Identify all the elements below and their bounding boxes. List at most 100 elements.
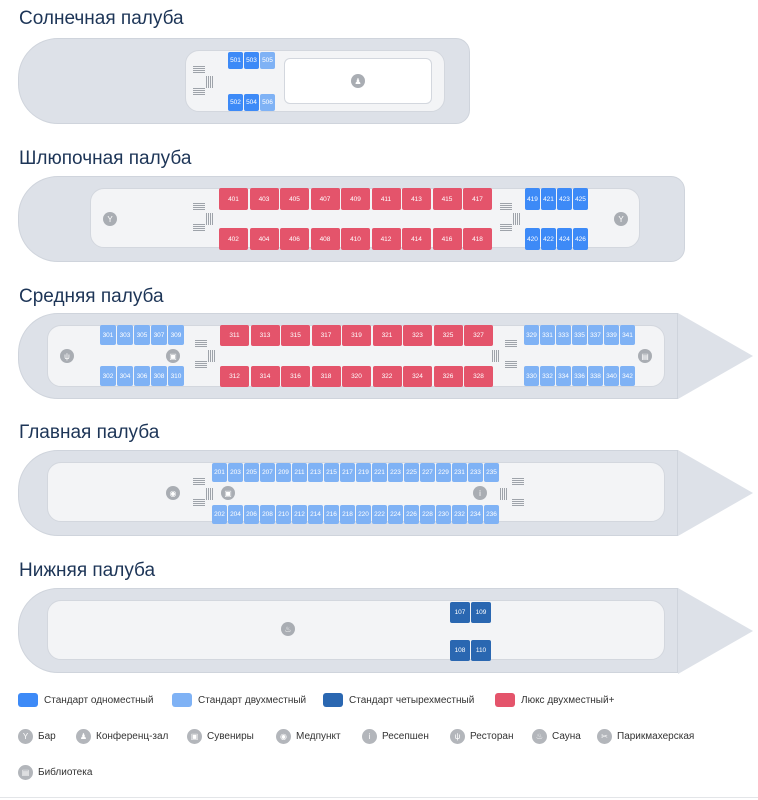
cabin-419[interactable]: 419 xyxy=(525,188,540,210)
cabin-307[interactable]: 307 xyxy=(151,325,167,345)
cabin-501[interactable]: 501 xyxy=(228,52,243,69)
cabin-216[interactable]: 216 xyxy=(324,505,339,524)
cabin-233[interactable]: 233 xyxy=(468,463,483,482)
cabin-404[interactable]: 404 xyxy=(249,228,279,250)
cabin-306[interactable]: 306 xyxy=(134,366,150,386)
cabin-218[interactable]: 218 xyxy=(340,505,355,524)
cabin-336[interactable]: 336 xyxy=(572,366,587,386)
cabin-202[interactable]: 202 xyxy=(212,505,227,524)
cabin-335[interactable]: 335 xyxy=(572,325,587,345)
cabin-214[interactable]: 214 xyxy=(308,505,323,524)
restaurant-icon[interactable]: ψ xyxy=(60,349,74,363)
cabin-211[interactable]: 211 xyxy=(292,463,307,482)
cabin-310[interactable]: 310 xyxy=(168,366,184,386)
cabin-212[interactable]: 212 xyxy=(292,505,307,524)
cabin-413[interactable]: 413 xyxy=(402,188,431,210)
cabin-108[interactable]: 108 xyxy=(450,640,470,661)
souvenirs-icon[interactable]: ▣ xyxy=(166,349,180,363)
cabin-215[interactable]: 215 xyxy=(324,463,339,482)
cabin-209[interactable]: 209 xyxy=(276,463,291,482)
cabin-320[interactable]: 320 xyxy=(342,366,371,387)
cabin-227[interactable]: 227 xyxy=(420,463,435,482)
cabin-234[interactable]: 234 xyxy=(468,505,483,524)
cabin-415[interactable]: 415 xyxy=(432,188,462,210)
bar-icon[interactable]: Y xyxy=(614,212,628,226)
cabin-420[interactable]: 420 xyxy=(525,228,540,250)
cabin-402[interactable]: 402 xyxy=(219,228,248,250)
cabin-230[interactable]: 230 xyxy=(436,505,451,524)
cabin-204[interactable]: 204 xyxy=(228,505,243,524)
library-icon[interactable]: ▤ xyxy=(638,349,652,363)
bar-icon[interactable]: Y xyxy=(103,212,117,226)
cabin-110[interactable]: 110 xyxy=(471,640,491,661)
cabin-321[interactable]: 321 xyxy=(372,325,402,346)
cabin-222[interactable]: 222 xyxy=(372,505,387,524)
cabin-213[interactable]: 213 xyxy=(308,463,323,482)
cabin-225[interactable]: 225 xyxy=(404,463,419,482)
cabin-332[interactable]: 332 xyxy=(540,366,555,386)
medical-icon[interactable]: ◉ xyxy=(166,486,180,500)
cabin-235[interactable]: 235 xyxy=(484,463,499,482)
cabin-210[interactable]: 210 xyxy=(276,505,291,524)
cabin-328[interactable]: 328 xyxy=(464,366,493,387)
cabin-219[interactable]: 219 xyxy=(356,463,371,482)
cabin-223[interactable]: 223 xyxy=(388,463,403,482)
cabin-329[interactable]: 329 xyxy=(524,325,539,345)
cabin-338[interactable]: 338 xyxy=(588,366,603,386)
cabin-331[interactable]: 331 xyxy=(540,325,555,345)
cabin-220[interactable]: 220 xyxy=(356,505,371,524)
cabin-410[interactable]: 410 xyxy=(341,228,370,250)
cabin-318[interactable]: 318 xyxy=(311,366,341,387)
cabin-232[interactable]: 232 xyxy=(452,505,467,524)
cabin-221[interactable]: 221 xyxy=(372,463,387,482)
cabin-426[interactable]: 426 xyxy=(573,228,588,250)
cabin-208[interactable]: 208 xyxy=(260,505,275,524)
cabin-205[interactable]: 205 xyxy=(244,463,259,482)
cabin-409[interactable]: 409 xyxy=(341,188,370,210)
cabin-505[interactable]: 505 xyxy=(260,52,275,69)
cabin-422[interactable]: 422 xyxy=(541,228,556,250)
cabin-337[interactable]: 337 xyxy=(588,325,603,345)
sauna-icon[interactable]: ♨ xyxy=(281,622,295,636)
cabin-411[interactable]: 411 xyxy=(371,188,401,210)
cabin-226[interactable]: 226 xyxy=(404,505,419,524)
cabin-228[interactable]: 228 xyxy=(420,505,435,524)
cabin-207[interactable]: 207 xyxy=(260,463,275,482)
cabin-342[interactable]: 342 xyxy=(620,366,635,386)
cabin-206[interactable]: 206 xyxy=(244,505,259,524)
cabin-312[interactable]: 312 xyxy=(220,366,249,387)
cabin-416[interactable]: 416 xyxy=(432,228,462,250)
cabin-506[interactable]: 506 xyxy=(260,94,275,111)
cabin-401[interactable]: 401 xyxy=(219,188,248,210)
cabin-403[interactable]: 403 xyxy=(249,188,279,210)
cabin-414[interactable]: 414 xyxy=(402,228,431,250)
cabin-229[interactable]: 229 xyxy=(436,463,451,482)
cabin-308[interactable]: 308 xyxy=(151,366,167,386)
cabin-107[interactable]: 107 xyxy=(450,602,470,623)
cabin-236[interactable]: 236 xyxy=(484,505,499,524)
cabin-325[interactable]: 325 xyxy=(433,325,463,346)
cabin-217[interactable]: 217 xyxy=(340,463,355,482)
cabin-330[interactable]: 330 xyxy=(524,366,539,386)
cabin-504[interactable]: 504 xyxy=(244,94,259,111)
cabin-224[interactable]: 224 xyxy=(388,505,403,524)
cabin-313[interactable]: 313 xyxy=(250,325,280,346)
reception-icon[interactable]: i xyxy=(473,486,487,500)
cabin-503[interactable]: 503 xyxy=(244,52,259,69)
cabin-421[interactable]: 421 xyxy=(541,188,556,210)
cabin-311[interactable]: 311 xyxy=(220,325,249,346)
cabin-201[interactable]: 201 xyxy=(212,463,227,482)
cabin-303[interactable]: 303 xyxy=(117,325,133,345)
cabin-341[interactable]: 341 xyxy=(620,325,635,345)
cabin-408[interactable]: 408 xyxy=(310,228,340,250)
cabin-316[interactable]: 316 xyxy=(281,366,310,387)
cabin-502[interactable]: 502 xyxy=(228,94,243,111)
cabin-333[interactable]: 333 xyxy=(556,325,571,345)
cabin-317[interactable]: 317 xyxy=(311,325,341,346)
cabin-423[interactable]: 423 xyxy=(557,188,572,210)
cabin-424[interactable]: 424 xyxy=(557,228,572,250)
cabin-405[interactable]: 405 xyxy=(280,188,309,210)
cabin-302[interactable]: 302 xyxy=(100,366,116,386)
cabin-323[interactable]: 323 xyxy=(403,325,432,346)
cabin-314[interactable]: 314 xyxy=(250,366,280,387)
